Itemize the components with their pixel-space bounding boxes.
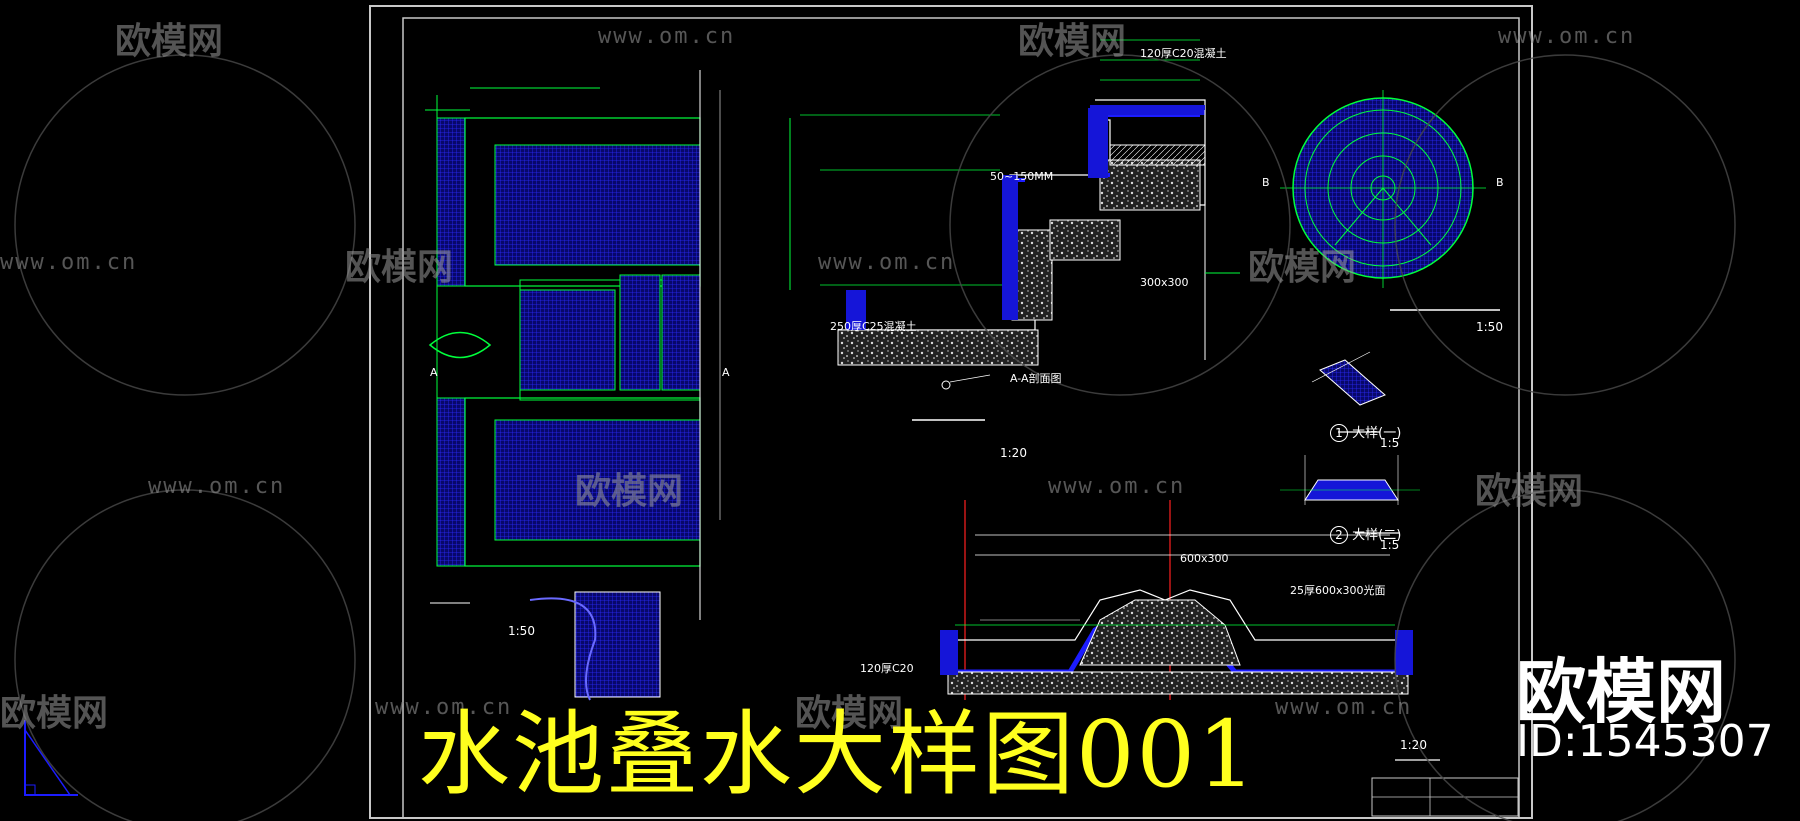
label-b-left: B: [1262, 176, 1270, 189]
note-25: 25厚600x300光面: [1290, 584, 1386, 597]
label-a: A: [430, 366, 438, 379]
watermark-url: www.om.cn: [1498, 24, 1636, 49]
watermark-logo: 欧模网: [1248, 247, 1357, 288]
watermark-logo: 欧模网: [575, 471, 684, 512]
ucs-axis-icon: [24, 720, 78, 796]
watermark-logo: 欧模网: [0, 693, 109, 734]
label-b-right: B: [1496, 176, 1504, 189]
detail2-label: 2 大样(二): [1330, 524, 1401, 544]
brand-logo-text: 欧模网: [1516, 651, 1726, 733]
watermark-logo: 欧模网: [1475, 471, 1584, 512]
note-250: 250厚C25混凝土: [830, 320, 917, 333]
watermark-url: www.om.cn: [375, 695, 513, 720]
section-aa: [789, 39, 1240, 421]
watermark-url: www.om.cn: [598, 24, 736, 49]
scale-section-aa: 1:20: [1000, 446, 1027, 460]
watermark-url: www.om.cn: [818, 250, 956, 275]
watermark-logo: 欧模网: [345, 247, 454, 288]
scale-plan: 1:50: [508, 624, 535, 638]
detail-sketches: [1280, 351, 1420, 534]
detail2-scale: 1:5: [1380, 538, 1400, 552]
scale-circle: 1:50: [1476, 320, 1503, 334]
detail1-scale: 1:5: [1380, 436, 1400, 450]
note-upper: 120厚C20混凝土: [1140, 47, 1227, 60]
note-aa-label: A-A剖面图: [1010, 372, 1062, 385]
note-300: 300x300: [1140, 276, 1189, 289]
brand-id: ID:1545307: [1516, 716, 1774, 767]
note-bottom-left: 120厚C20: [860, 662, 914, 675]
watermark-url: www.om.cn: [148, 474, 286, 499]
watermark-logo: 欧模网: [795, 693, 904, 734]
note-steps: 50~150MM: [990, 170, 1054, 183]
watermark-logo: 欧模网: [1018, 21, 1127, 62]
watermark-url: www.om.cn: [1048, 474, 1186, 499]
detail1-label: 1 大样(一): [1330, 422, 1401, 442]
sheet-frame-inner: [402, 17, 1520, 819]
page-title: 水池叠水大样图001: [418, 701, 1258, 808]
circle-plan: [1280, 90, 1500, 311]
note-600: 600x300: [1180, 552, 1229, 565]
watermark-url: www.om.cn: [1275, 695, 1413, 720]
plan-view: [425, 70, 721, 701]
scale-section-bb: 1:20: [1400, 738, 1427, 752]
watermark-arcs: [14, 54, 1736, 821]
label-a2: A: [722, 366, 730, 379]
watermark-url: www.om.cn: [0, 250, 138, 275]
watermark-logo: 欧模网: [115, 21, 224, 62]
section-bb: [940, 500, 1440, 761]
